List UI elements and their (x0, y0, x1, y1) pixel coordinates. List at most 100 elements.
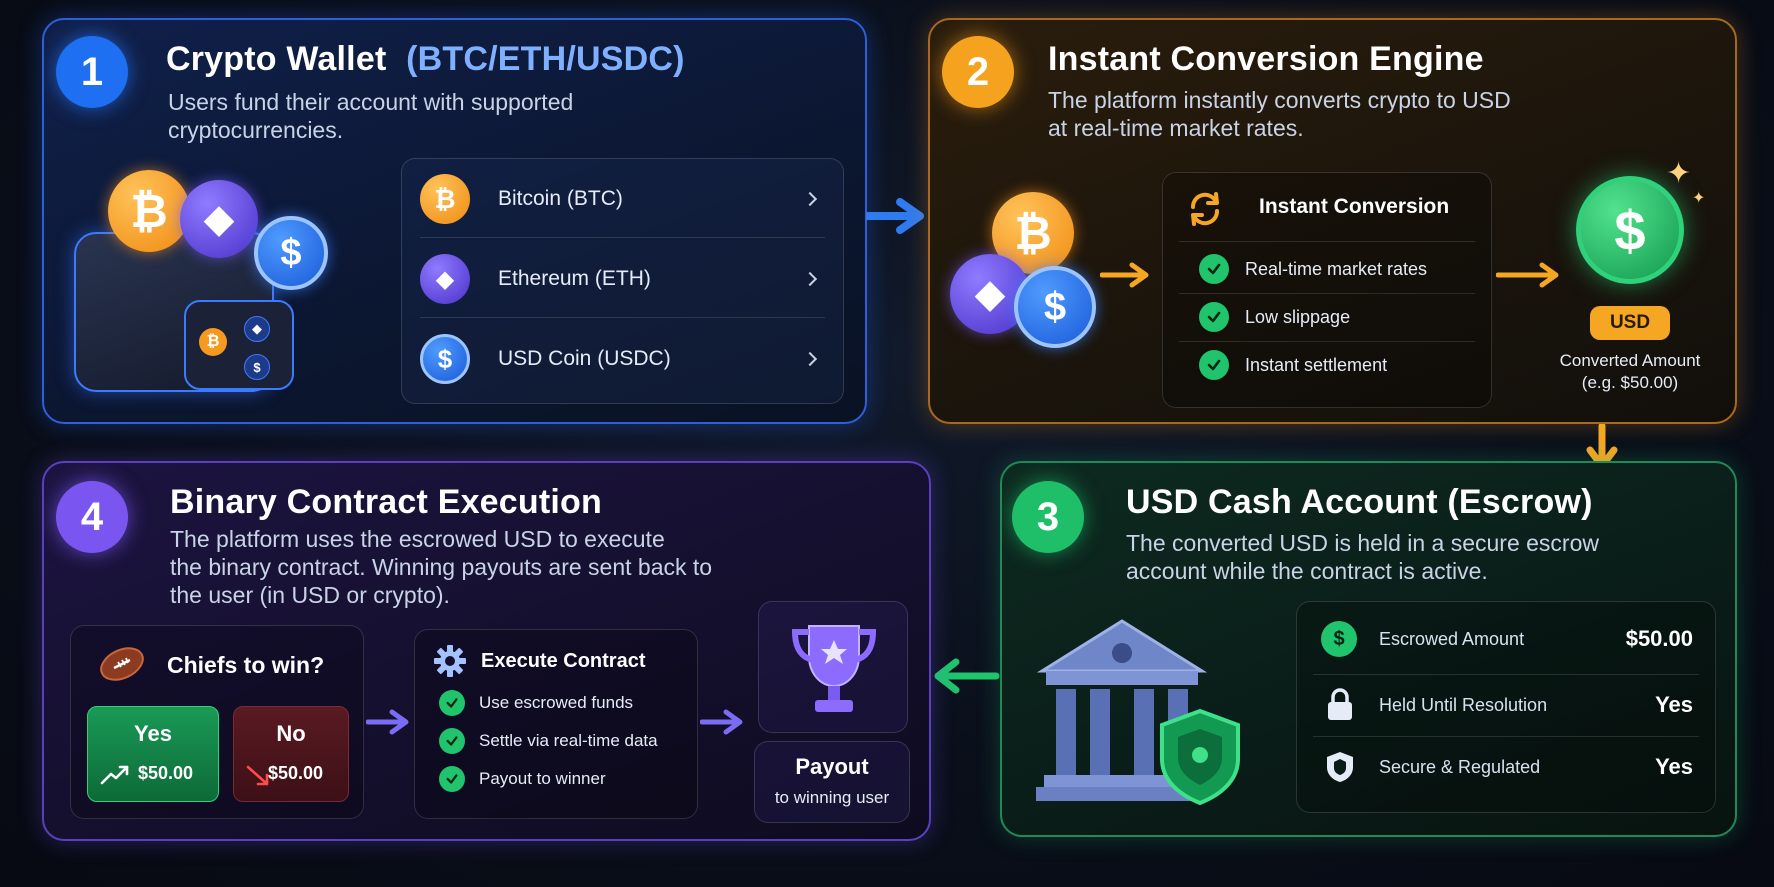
ethereum-icon: ◆ (420, 254, 470, 304)
usd-coin-icon: $ (1576, 176, 1684, 284)
trophy-card (758, 601, 908, 733)
chevron-right-icon (802, 191, 818, 207)
escrow-row-value: $50.00 (1625, 626, 1693, 651)
step4-description: The platform uses the escrowed USD to ex… (170, 525, 712, 609)
step3-desc-line1: The converted USD is held in a secure es… (1126, 530, 1599, 556)
check-icon (439, 766, 465, 792)
bitcoin-icon: ₿ (420, 174, 470, 224)
chevron-right-icon (802, 351, 818, 367)
escrow-row-label: Escrowed Amount (1379, 628, 1525, 649)
step-number-3: 3 (1012, 481, 1084, 553)
escrow-row: Secure & Regulated Yes (1297, 740, 1715, 794)
check-icon (1199, 302, 1229, 332)
execute-step-label: Settle via real-time data (479, 731, 658, 750)
step1-description: Users fund their account with supported … (168, 88, 573, 144)
chevron-right-icon (802, 271, 818, 287)
sparkle-icon: ✦ (1692, 190, 1706, 207)
trophy-icon (791, 625, 877, 712)
arrow-right-icon (866, 198, 924, 234)
check-icon (1199, 350, 1229, 380)
yes-label: Yes (134, 721, 172, 746)
wallet-ethereum-coin-icon: ◆ (180, 180, 258, 258)
gear-icon (433, 644, 467, 678)
step2-description: The platform instantly converts crypto t… (1048, 86, 1511, 142)
refresh-icon (1185, 189, 1225, 229)
step-number-2: 2 (942, 36, 1014, 108)
coin-row-btc[interactable]: ₿ Bitcoin (BTC) (402, 171, 843, 227)
payout-card: Payout to winning user (754, 741, 910, 823)
payout-title: Payout (795, 754, 869, 779)
feature-row: Real-time market rates (1163, 249, 1491, 289)
step4-desc-line3: the user (in USD or crypto). (170, 582, 450, 608)
dollar-icon: $ (1321, 621, 1357, 657)
arrow-right-icon (700, 709, 743, 735)
check-icon (439, 690, 465, 716)
feature-label: Instant settlement (1245, 354, 1388, 375)
step4-desc-line1: The platform uses the escrowed USD to ex… (170, 526, 665, 552)
escrow-details-card: $ Escrowed Amount $50.00 Held Until Reso… (1296, 601, 1716, 813)
step-number-4: 4 (56, 481, 128, 553)
step2-desc-line1: The platform instantly converts crypto t… (1048, 87, 1511, 113)
coin-label-eth: Ethereum (ETH) (498, 267, 651, 290)
step1-title-main: Crypto Wallet (166, 40, 387, 78)
step-number-1: 1 (56, 36, 128, 108)
wallet-small-eth-icon: ◆ (244, 316, 270, 342)
escrow-row-value: Yes (1655, 754, 1693, 779)
execute-step-label: Payout to winner (479, 769, 606, 788)
trend-down-icon (246, 765, 269, 786)
bank-icon (1036, 619, 1240, 806)
escrow-row-label: Held Until Resolution (1379, 694, 1548, 715)
no-label: No (276, 721, 306, 746)
market-question: Chiefs to win? (167, 652, 325, 678)
step3-desc-line2: account while the contract is active. (1126, 558, 1488, 584)
wallet-small-btc-icon: ₿ (199, 328, 227, 356)
step1-title-highlight: (BTC/ETH/USDC) (406, 40, 685, 78)
step4-desc-line2: the binary contract. Winning payouts are… (170, 554, 713, 580)
panel-binary-contract: 4 Binary Contract Execution The platform… (42, 461, 931, 841)
panel-conversion-engine: 2 Instant Conversion Engine The platform… (928, 18, 1737, 424)
execute-step-row: Use escrowed funds (415, 684, 697, 722)
execute-contract-card: Execute Contract Use escrowed funds Sett… (414, 629, 698, 819)
step1-desc-line1: Users fund their account with supported (168, 89, 574, 115)
arrow-left-icon (934, 658, 1000, 694)
crypto-coin-cluster: ₿ ◆ $ (950, 192, 1100, 352)
football-icon (100, 647, 144, 681)
coin-row-eth[interactable]: ◆ Ethereum (ETH) (402, 251, 843, 307)
no-amount: $50.00 (268, 763, 324, 783)
wallet-small-usdc-icon: $ (244, 354, 270, 380)
panel-crypto-wallet: 1 Crypto Wallet (BTC/ETH/USDC) Users fun… (42, 18, 867, 424)
sparkle-icon: ✦ (1666, 157, 1692, 190)
escrow-row: Held Until Resolution Yes (1297, 680, 1715, 730)
check-icon (1199, 254, 1229, 284)
yes-button[interactable]: Yes $50.00 (87, 706, 219, 802)
step1-desc-line2: cryptocurrencies. (168, 117, 344, 143)
execute-card-title: Execute Contract (481, 650, 646, 672)
escrow-row-value: Yes (1655, 692, 1693, 717)
arrow-right-icon (1496, 262, 1559, 288)
escrow-row-label: Secure & Regulated (1379, 756, 1541, 777)
arrow-right-icon (366, 709, 409, 735)
arrow-right-icon (1100, 262, 1149, 288)
step3-description: The converted USD is held in a secure es… (1126, 529, 1599, 585)
step3-title: USD Cash Account (Escrow) (1126, 483, 1593, 521)
step4-title: Binary Contract Execution (170, 483, 602, 521)
wallet-usdc-coin-icon: $ (254, 216, 328, 290)
step2-title: Instant Conversion Engine (1048, 40, 1484, 78)
check-icon (439, 728, 465, 754)
step1-title: Crypto Wallet (BTC/ETH/USDC) (166, 40, 685, 79)
feature-row: Low slippage (1163, 297, 1491, 337)
trend-up-icon (100, 765, 129, 785)
step2-desc-line2: at real-time market rates. (1048, 115, 1304, 141)
usdc-icon: $ (420, 334, 470, 384)
feature-label: Real-time market rates (1245, 258, 1428, 279)
wallet-illustration: ₿ ◆ $ ₿ ◆ $ (74, 170, 364, 410)
execute-step-row: Settle via real-time data (415, 722, 697, 760)
feature-row: Instant settlement (1163, 345, 1491, 385)
panel-escrow-account: 3 USD Cash Account (Escrow) The converte… (1000, 461, 1737, 837)
yes-amount: $50.00 (138, 763, 194, 783)
coin-row-usdc[interactable]: $ USD Coin (USDC) (402, 331, 843, 387)
shield-icon (1327, 752, 1353, 782)
usdc-icon: $ (1014, 266, 1096, 348)
no-button[interactable]: No $50.00 (233, 706, 349, 802)
feature-label: Low slippage (1245, 306, 1351, 327)
